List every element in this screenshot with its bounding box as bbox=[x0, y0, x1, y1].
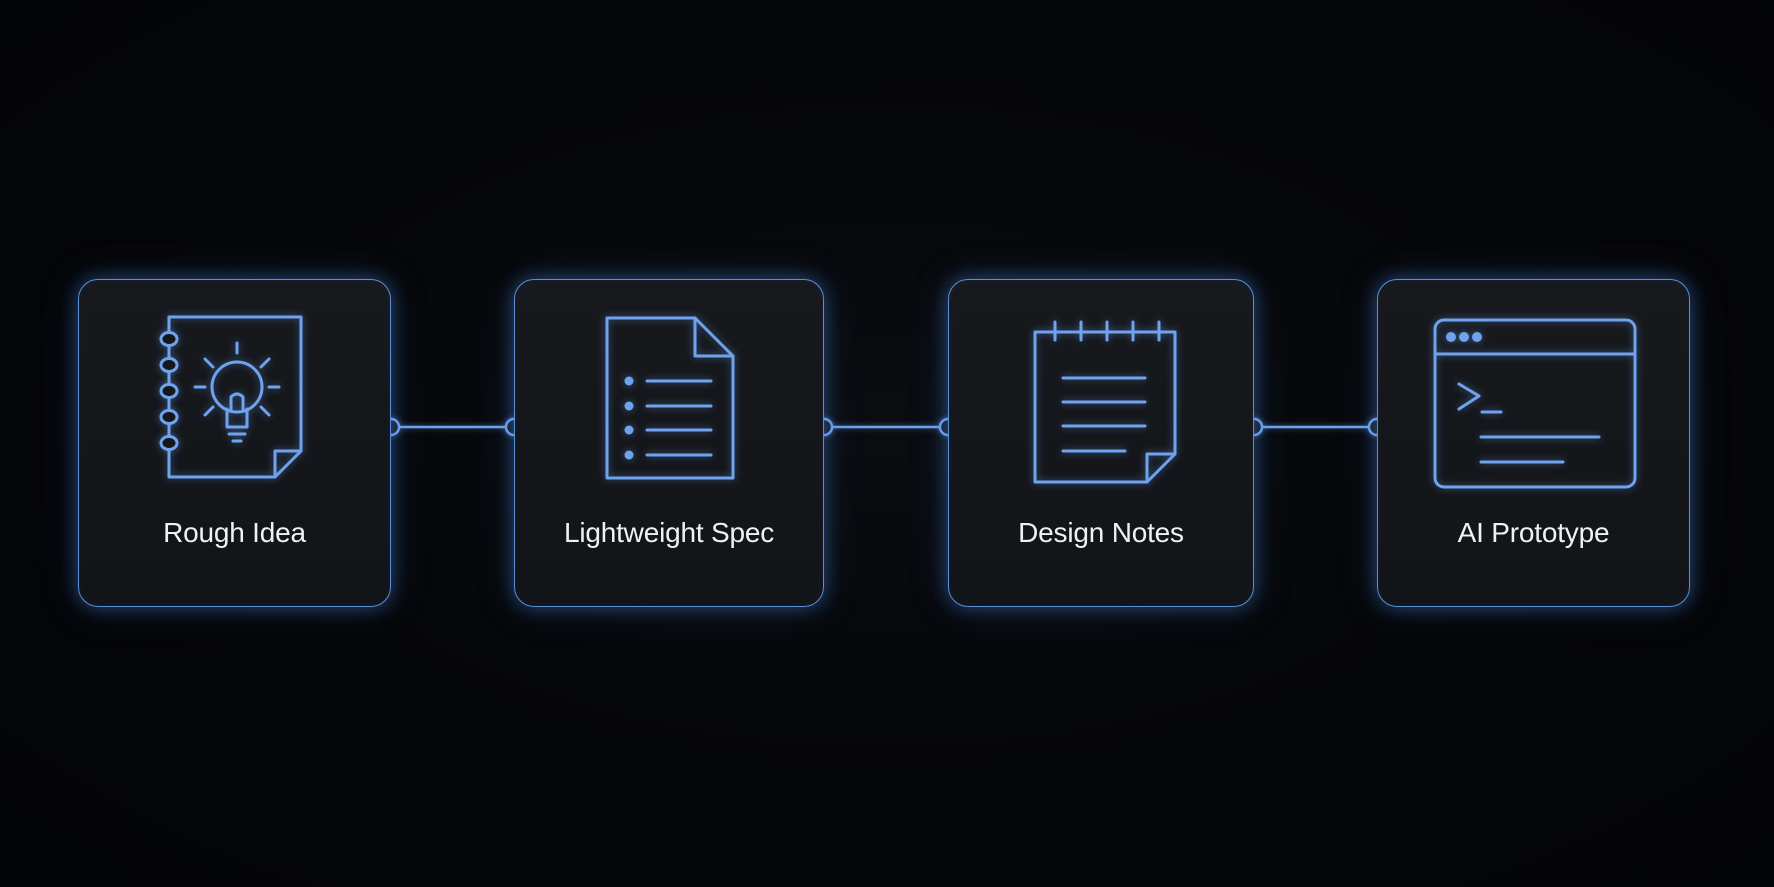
step-card-lightweight-spec: Lightweight Spec bbox=[514, 279, 824, 607]
terminal-window-icon bbox=[1378, 280, 1689, 520]
step-label: Lightweight Spec bbox=[563, 517, 775, 548]
step-card-rough-idea: Rough Idea bbox=[78, 279, 391, 607]
document-list-icon bbox=[515, 280, 823, 520]
notebook-lightbulb-icon bbox=[79, 280, 390, 520]
step-label: Rough Idea bbox=[163, 517, 306, 548]
step-label: Design Notes bbox=[1018, 517, 1184, 548]
step-card-ai-prototype: AI Prototype bbox=[1377, 279, 1690, 607]
step-card-design-notes: Design Notes bbox=[948, 279, 1254, 607]
notepad-icon bbox=[949, 280, 1253, 520]
step-label: AI Prototype bbox=[1457, 517, 1610, 548]
